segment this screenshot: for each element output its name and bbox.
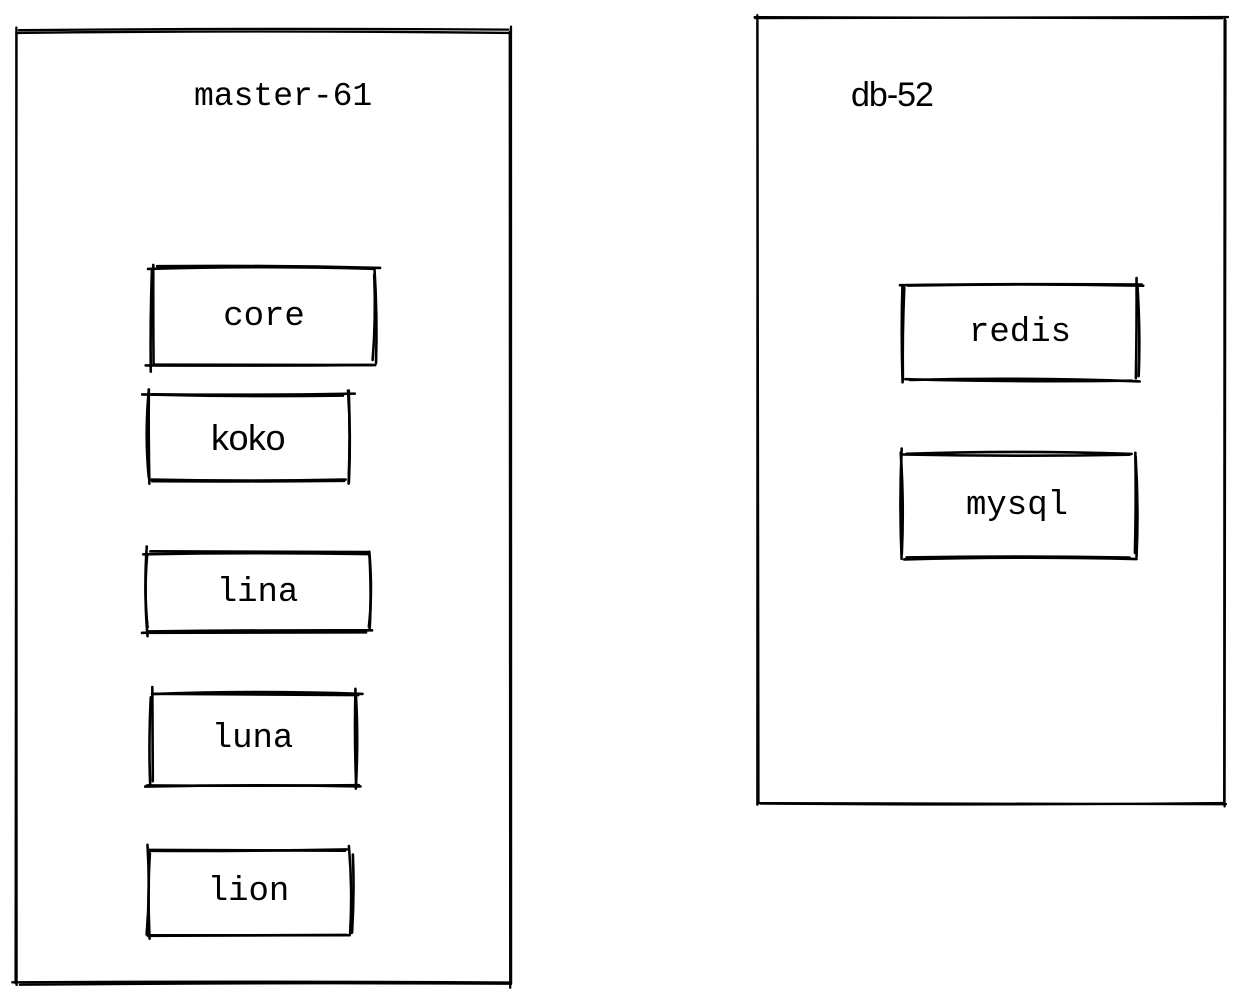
node-label-redis: redis [968, 313, 1072, 352]
node-luna[interactable]: luna [150, 693, 355, 785]
node-label-koko: koko [210, 417, 286, 458]
group-db-52[interactable] [758, 17, 1225, 803]
node-koko[interactable]: koko [148, 395, 348, 481]
node-lion[interactable]: lion [147, 849, 350, 934]
node-label-mysql: mysql [965, 486, 1069, 525]
node-core[interactable]: core [153, 268, 375, 365]
node-lina[interactable]: lina [146, 553, 369, 632]
node-label-lina: lina [216, 573, 299, 612]
node-label-luna: luna [211, 720, 294, 758]
node-redis[interactable]: redis [903, 285, 1137, 380]
group-master-61[interactable] [17, 31, 511, 983]
group-title-master-61: master-61 [194, 78, 373, 115]
node-mysql[interactable]: mysql [900, 453, 1134, 558]
node-label-lion: lion [207, 872, 290, 911]
group-title-db-52: db-52 [851, 76, 934, 114]
node-label-core: core [223, 297, 305, 336]
